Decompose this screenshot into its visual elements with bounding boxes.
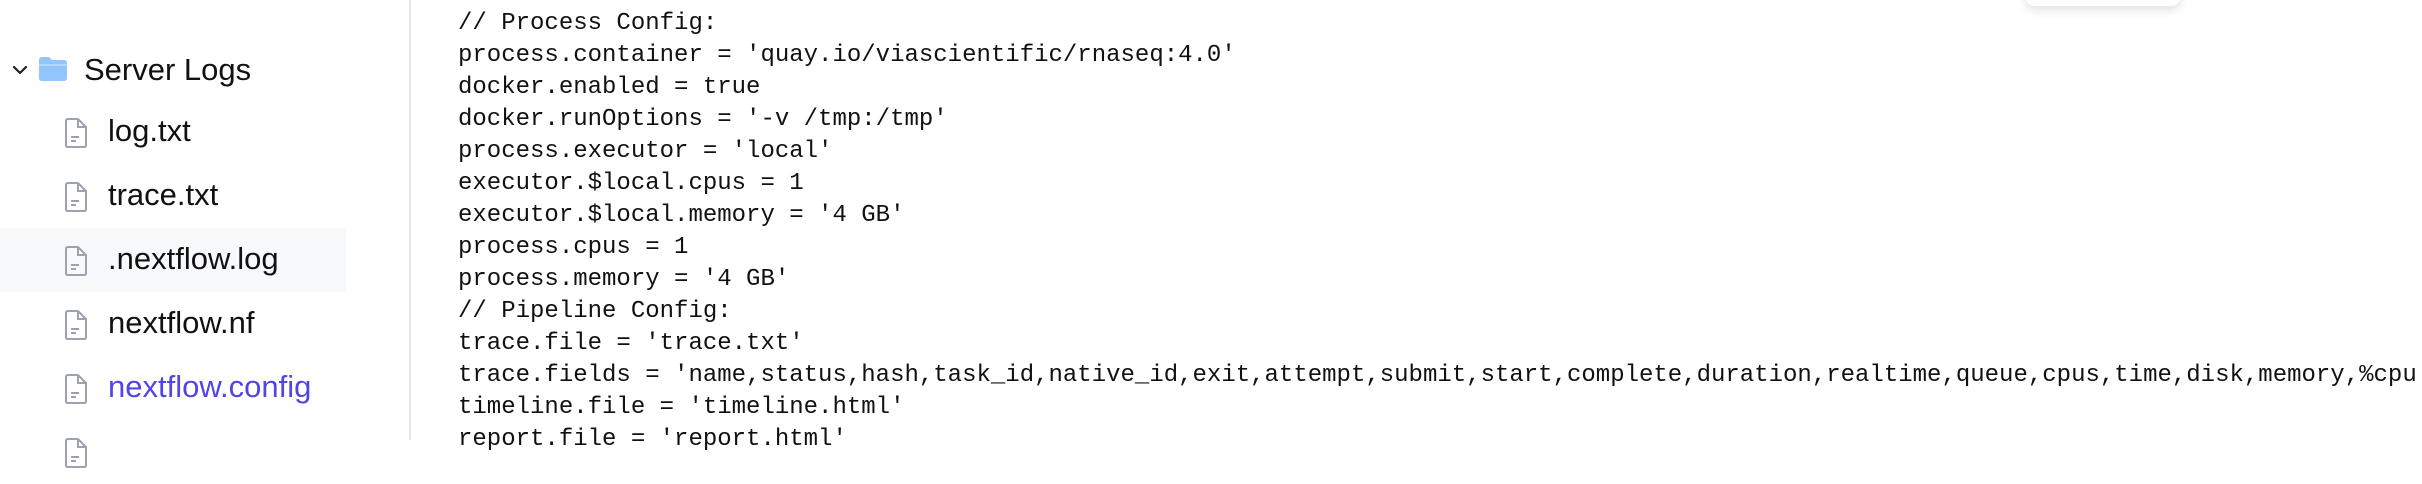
file-label: log.txt: [108, 113, 191, 148]
code-line: process.cpus = 1: [458, 234, 689, 261]
file-item[interactable]: [0, 420, 346, 484]
file-text-icon: [64, 310, 88, 340]
code-line: executor.$local.cpus = 1: [458, 170, 804, 197]
file-text-icon: [64, 182, 88, 212]
folder-icon: [39, 57, 67, 81]
popover-menu: [2026, 0, 2180, 6]
code-line: // Pipeline Config:: [458, 298, 732, 325]
file-text-icon: [64, 374, 88, 404]
code-line: executor.$local.memory = '4 GB': [458, 202, 905, 229]
code-line: process.container = 'quay.io/viascientif…: [458, 42, 1236, 69]
code-line: report.file = 'report.html': [458, 426, 847, 453]
file-label: nextflow.nf: [108, 305, 255, 340]
file-item[interactable]: log.txt: [0, 100, 346, 164]
file-item[interactable]: nextflow.nf: [0, 292, 346, 356]
folder-label: Server Logs: [84, 52, 252, 87]
file-text-icon: [64, 438, 88, 468]
code-line: docker.runOptions = '-v /tmp:/tmp': [458, 106, 948, 133]
file-item[interactable]: trace.txt: [0, 164, 346, 228]
file-tree-sidebar: Server Logs log.txt trace.txt .nextflow.lo…: [0, 0, 411, 468]
code-line: process.executor = 'local': [458, 138, 833, 165]
code-line: // Process Config:: [458, 10, 718, 37]
chevron-down-icon[interactable]: [10, 60, 30, 80]
code-line: timeline.file = 'timeline.html': [458, 394, 905, 421]
code-viewer[interactable]: // Process Config: process.container = 'q…: [458, 8, 2417, 456]
file-label: trace.txt: [108, 177, 219, 212]
file-item[interactable]: .nextflow.log: [0, 228, 346, 292]
file-text-icon: [64, 246, 88, 276]
code-line: trace.fields = 'name,status,hash,task_id…: [458, 362, 2417, 389]
code-line: docker.enabled = true: [458, 74, 761, 101]
file-text-icon: [64, 118, 88, 148]
folder-server-logs[interactable]: Server Logs: [0, 40, 346, 100]
code-line: process.memory = '4 GB': [458, 266, 790, 293]
file-label: nextflow.config: [108, 369, 312, 404]
code-line: trace.file = 'trace.txt': [458, 330, 804, 357]
file-label: .nextflow.log: [108, 241, 279, 276]
file-item[interactable]: nextflow.config: [0, 356, 346, 420]
